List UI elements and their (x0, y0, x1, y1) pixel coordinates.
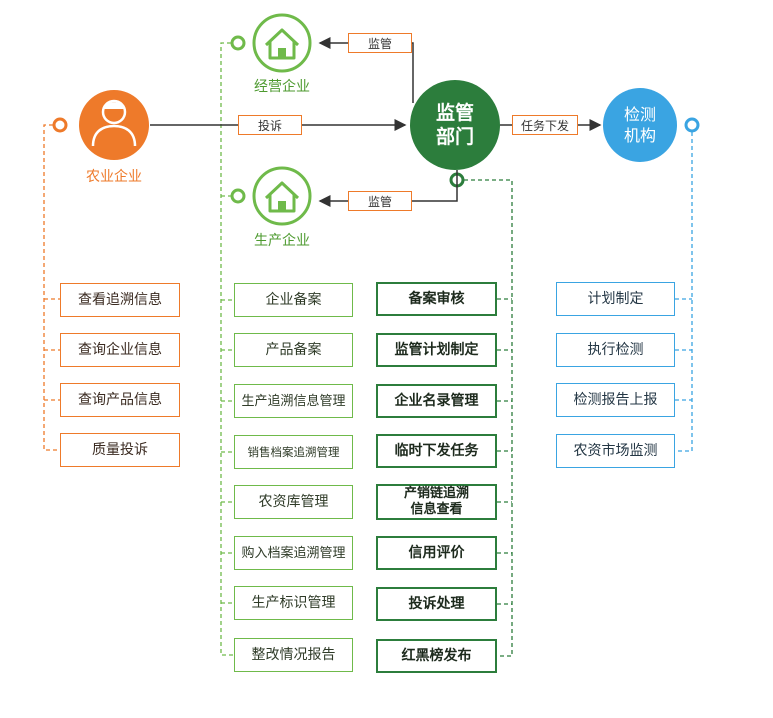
edge-label-supervise-top: 监管 (348, 33, 412, 53)
regulator-dashed-bracket (457, 179, 513, 657)
agri-connector-dot (52, 117, 68, 133)
agri-func-query-enterprise[interactable]: 查询企业信息 (60, 333, 180, 367)
reg-func-red-black-list[interactable]: 红黑榜发布 (376, 639, 497, 673)
business-connector-dot (230, 35, 246, 51)
agri-enterprise-label: 农业企业 (86, 169, 142, 185)
reg-func-filing-review[interactable]: 备案审核 (376, 282, 497, 316)
reg-func-credit-eval-text: 信用评价 (408, 544, 465, 561)
edge-label-complaint: 投诉 (238, 115, 302, 135)
business-enterprise-circle (252, 13, 312, 73)
reg-func-complaint-handling[interactable]: 投诉处理 (376, 587, 497, 621)
ent-func-purchase-trace[interactable]: 购入档案追溯管理 (234, 536, 353, 570)
person-icon (91, 99, 137, 147)
testing-label-line1: 检测 (623, 105, 656, 124)
reg-func-supervision-plan[interactable]: 监管计划制定 (376, 333, 497, 367)
regulator-label: 监管 部门 (410, 96, 500, 154)
edge-label-supervise-bottom: 监管 (348, 191, 412, 211)
reg-func-temp-task-text: 临时下发任务 (394, 442, 479, 459)
reg-func-complaint-handling-text: 投诉处理 (408, 595, 465, 612)
reg-func-chain-trace-line1: 产销链追溯 (403, 486, 469, 501)
reg-func-red-black-list-text: 红黑榜发布 (401, 647, 472, 664)
testing-dashed-bracket (675, 125, 693, 452)
test-func-execute[interactable]: 执行检测 (556, 333, 675, 367)
ent-func-product-filing[interactable]: 产品备案 (234, 333, 353, 367)
production-enterprise-circle (252, 166, 312, 226)
ent-func-rectification-report[interactable]: 整改情况报告 (234, 638, 353, 672)
ent-func-production-trace[interactable]: 生产追溯信息管理 (234, 384, 353, 418)
testing-label-line2: 机构 (623, 126, 656, 145)
reg-func-temp-task[interactable]: 临时下发任务 (376, 434, 497, 468)
test-func-report[interactable]: 检测报告上报 (556, 383, 675, 417)
testing-agency-label: 检测 机构 (603, 103, 677, 147)
ent-func-sales-trace[interactable]: 销售档案追溯管理 (234, 435, 353, 469)
reg-func-supervision-plan-text: 监管计划制定 (394, 341, 479, 358)
reg-func-filing-review-text: 备案审核 (408, 290, 465, 307)
ent-func-enterprise-filing[interactable]: 企业备案 (234, 283, 353, 317)
production-connector-dot (230, 188, 246, 204)
test-func-market-monitor[interactable]: 农资市场监测 (556, 434, 675, 468)
agri-dashed-bracket (43, 124, 60, 451)
regulator-label-line1: 监管 (435, 102, 474, 124)
testing-agency-circle (603, 88, 677, 162)
house-icon-business (264, 28, 300, 60)
ent-func-agri-inventory[interactable]: 农资库管理 (234, 485, 353, 519)
ent-func-production-label[interactable]: 生产标识管理 (234, 586, 353, 620)
reg-func-enterprise-directory-text: 企业名录管理 (394, 392, 479, 409)
agri-func-view-trace[interactable]: 查看追溯信息 (60, 283, 180, 317)
regulator-circle (410, 80, 500, 170)
edge-label-task-dispatch: 任务下发 (512, 115, 578, 135)
business-enterprise-label: 经营企业 (254, 79, 310, 95)
agri-func-query-product[interactable]: 查询产品信息 (60, 383, 180, 417)
reg-func-credit-eval[interactable]: 信用评价 (376, 536, 497, 570)
reg-func-chain-trace[interactable]: 产销链追溯 信息查看 (376, 484, 497, 520)
testing-connector-dot (684, 117, 700, 133)
regulator-label-line2: 部门 (435, 126, 474, 148)
production-enterprise-label: 生产企业 (254, 233, 310, 249)
agri-func-quality-complaint[interactable]: 质量投诉 (60, 433, 180, 467)
test-func-plan[interactable]: 计划制定 (556, 282, 675, 316)
reg-func-enterprise-directory[interactable]: 企业名录管理 (376, 384, 497, 418)
house-icon-production (264, 181, 300, 213)
reg-func-chain-trace-line2: 信息查看 (410, 502, 463, 517)
enterprise-dashed-bracket (220, 42, 238, 656)
